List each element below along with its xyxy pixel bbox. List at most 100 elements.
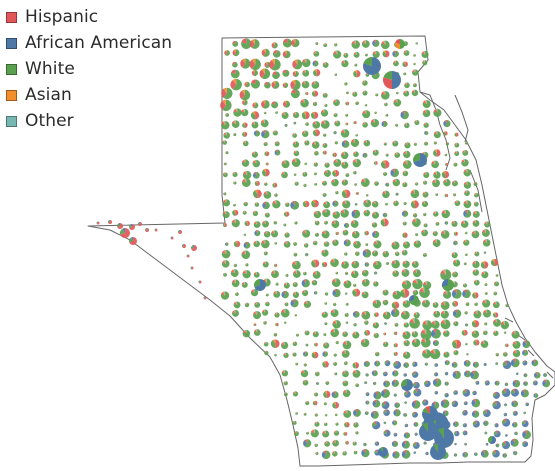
pie-symbol[interactable] [440, 230, 450, 239]
pie-symbol[interactable] [372, 381, 377, 386]
pie-symbol[interactable] [340, 129, 350, 138]
pie-symbol[interactable] [355, 101, 359, 105]
pie-symbol[interactable] [332, 288, 341, 298]
pie-symbol[interactable] [421, 50, 429, 59]
pie-symbol[interactable] [294, 181, 299, 186]
pie-symbol[interactable] [451, 400, 459, 408]
pie-symbol[interactable] [301, 279, 310, 288]
pie-symbol[interactable] [263, 341, 269, 347]
pie-symbol[interactable] [431, 160, 439, 169]
pie-symbol[interactable] [434, 390, 439, 395]
pie-symbol[interactable] [242, 140, 249, 147]
pie-symbol[interactable] [294, 221, 298, 225]
pie-symbol[interactable] [413, 451, 417, 454]
pie-symbol[interactable] [425, 451, 429, 456]
pie-symbol[interactable] [311, 199, 319, 208]
legend-item-white[interactable]: White [6, 56, 172, 82]
pie-symbol[interactable] [312, 101, 318, 107]
pie-symbol[interactable] [462, 283, 468, 288]
pie-symbol[interactable] [393, 343, 398, 348]
pie-symbol[interactable] [335, 340, 339, 345]
pie-symbol[interactable] [340, 209, 349, 218]
pie-symbol[interactable] [271, 42, 278, 49]
pie-symbol[interactable] [364, 411, 369, 416]
pie-symbol[interactable] [391, 301, 400, 309]
pie-symbol[interactable] [412, 361, 418, 367]
pie-symbol[interactable] [343, 431, 348, 436]
pie-symbol[interactable] [443, 131, 448, 136]
pie-symbol[interactable] [453, 321, 459, 327]
pie-symbol[interactable] [284, 232, 290, 238]
pie-symbol[interactable] [474, 251, 480, 257]
pie-symbol[interactable] [311, 279, 318, 286]
pie-symbol[interactable] [365, 400, 370, 405]
pie-symbol[interactable] [514, 431, 518, 436]
pie-symbol[interactable] [452, 300, 459, 307]
pie-symbol[interactable] [522, 349, 529, 356]
pie-symbol[interactable] [260, 119, 269, 128]
pie-symbol[interactable] [415, 42, 418, 45]
pie-symbol[interactable] [343, 409, 352, 418]
pie-symbol[interactable] [311, 259, 320, 268]
pie-symbol[interactable] [312, 129, 320, 137]
pie-symbol[interactable] [275, 111, 278, 114]
pie-symbol[interactable] [334, 73, 338, 76]
pie-symbol[interactable] [500, 320, 510, 330]
pie-symbol[interactable] [292, 133, 297, 138]
pie-symbol[interactable] [432, 230, 438, 237]
pie-symbol[interactable] [138, 222, 143, 227]
pie-symbol[interactable] [451, 362, 458, 368]
pie-symbol[interactable] [335, 231, 339, 236]
pie-symbol[interactable] [301, 130, 309, 137]
pie-symbol[interactable] [382, 289, 389, 296]
pie-symbol[interactable] [422, 180, 428, 185]
pie-symbol[interactable] [254, 230, 261, 237]
pie-symbol[interactable] [412, 278, 423, 290]
pie-symbol[interactable] [302, 200, 310, 208]
pie-symbol[interactable] [484, 283, 488, 287]
pie-symbol[interactable] [312, 400, 318, 406]
pie-symbol[interactable] [444, 392, 449, 398]
pie-symbol[interactable] [353, 240, 361, 249]
pie-symbol[interactable] [503, 412, 508, 417]
pie-symbol[interactable] [293, 121, 297, 125]
pie-symbol[interactable] [313, 162, 319, 167]
pie-symbol[interactable] [129, 237, 137, 245]
pie-symbol[interactable] [402, 260, 410, 268]
pie-symbol[interactable] [261, 309, 269, 316]
pie-symbol[interactable] [464, 253, 468, 256]
pie-symbol[interactable] [272, 200, 281, 209]
pie-symbol[interactable] [381, 90, 390, 100]
pie-symbol[interactable] [373, 240, 382, 249]
pie-symbol[interactable] [291, 260, 301, 270]
pie-symbol[interactable] [230, 78, 242, 91]
pie-symbol[interactable] [332, 451, 338, 457]
pie-symbol[interactable] [333, 158, 342, 167]
pie-symbol[interactable] [324, 162, 330, 168]
pie-symbol[interactable] [473, 310, 482, 319]
pie-symbol[interactable] [395, 192, 399, 196]
pie-symbol[interactable] [471, 330, 480, 338]
pie-symbol[interactable] [322, 180, 328, 186]
pie-symbol[interactable] [330, 328, 340, 338]
pie-symbol[interactable] [310, 111, 319, 119]
pie-symbol[interactable] [311, 81, 320, 89]
pie-symbol[interactable] [301, 80, 310, 89]
pie-symbol[interactable] [223, 223, 227, 228]
pie-symbol[interactable] [253, 130, 261, 137]
pie-symbol[interactable] [482, 409, 491, 418]
pie-symbol[interactable] [281, 290, 289, 299]
pie-symbol[interactable] [312, 60, 319, 67]
pie-symbol[interactable] [433, 211, 439, 217]
pie-symbol[interactable] [382, 371, 388, 377]
pie-symbol[interactable] [198, 280, 202, 284]
pie-symbol[interactable] [235, 292, 239, 297]
pie-symbol[interactable] [401, 440, 410, 449]
pie-symbol[interactable] [315, 382, 319, 385]
pie-symbol[interactable] [291, 38, 300, 48]
pie-symbol[interactable] [285, 273, 289, 277]
pie-symbol[interactable] [463, 239, 470, 246]
pie-symbol[interactable] [510, 358, 520, 368]
pie-symbol[interactable] [495, 362, 499, 366]
pie-symbol[interactable] [492, 312, 499, 318]
